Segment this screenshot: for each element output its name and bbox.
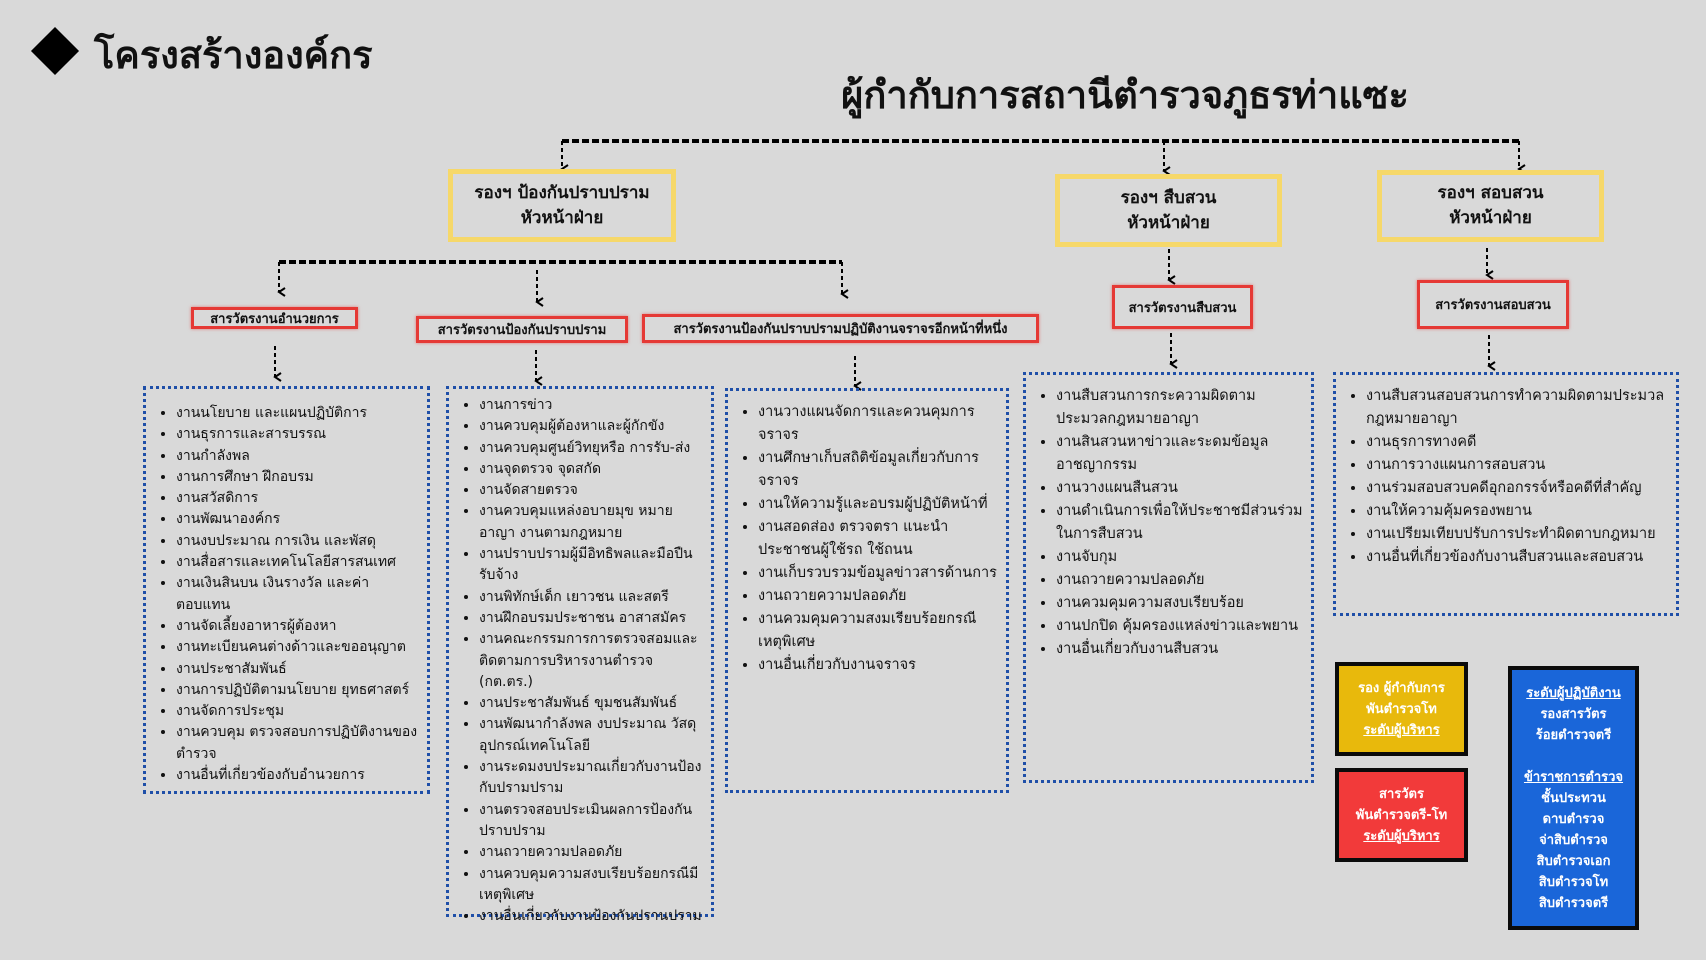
duty-item: งานปกปิด คุ้มครองแหล่งข่าวและพยาน	[1056, 615, 1303, 638]
legend-inspector: สารวัตร พันตำรวจตรี-โท ระดับผู้บริหาร	[1335, 768, 1468, 862]
duty-item: งานการปฏิบัติตามนโยบาย ยุทธศาสตร์	[176, 680, 419, 701]
duty-item: งานการข่าว	[479, 395, 703, 416]
duty-item: งานควบคุมความสงบเรียบร้อยกรณีมีเหตุพิเศษ	[479, 864, 703, 907]
duties-investigation: งานสืบสวนการกระความผิดตามประมวลกฎหมายอาญ…	[1023, 372, 1314, 783]
duty-item: งานให้ความรู้และอบรมผู้ปฏิบัติหน้าที่	[758, 493, 998, 516]
duty-item: งานเงินสินบน เงินรางวัล และค่าตอบแทน	[176, 573, 419, 616]
duty-item: งานการวางแผนการสอบสวน	[1366, 454, 1668, 477]
duty-item: งานจับกุม	[1056, 546, 1303, 569]
duty-item: งานประชาสัมพันธ์	[176, 659, 419, 680]
duty-item: งานอื่นเกี่ยวกับงานจราจร	[758, 654, 998, 677]
duty-item: งานสื่อสารและเทคโนโลยีสารสนเทศ	[176, 552, 419, 573]
duties-suppression: งานการข่าวงานควบคุมผู้ต้องหาและผู้กักขัง…	[446, 386, 714, 924]
duty-item: งานจุดตรวจ จุดสกัด	[479, 459, 703, 480]
duty-item: งานศึกษาเก็บสถิติข้อมูลเกี่ยวกับการจราจร	[758, 447, 998, 493]
duty-item: งานวางแผนสืนสวน	[1056, 477, 1303, 500]
duties-traffic: งานวางแผนจัดการและควนคุมการจราจรงานศึกษา…	[725, 388, 1009, 793]
legend-text: จ่าสิบตำรวจ	[1539, 832, 1608, 848]
legend-text: สิบตำรวจโท	[1538, 874, 1609, 890]
duty-item: งานจัดเลี้ยงอาหารผู้ต้องหา	[176, 616, 419, 637]
duty-item: งานสวัสดิการ	[176, 488, 419, 509]
duty-item: งานอื่นเกี่ยวกับงานสืบสวน	[1056, 638, 1303, 661]
duty-item: งานดำเนินการเพื่อให้ประชาชมีส่วนร่วมในกา…	[1056, 500, 1303, 546]
inspector-box-traffic: สารวัตรงานป้องกันปราบปรามปฏิบัติงานจราจร…	[642, 314, 1039, 343]
duties-administration: งานนโยบาย และแผนปฏิบัติการงานธุรการและสา…	[143, 386, 430, 794]
legend-text: รอง ผู้กำกับการ	[1358, 680, 1445, 696]
legend-text: พันตำรวจตรี-โท	[1355, 807, 1448, 823]
duty-item: งานสอดส่อง ตรวจตรา แนะนำประชาชนผู้ใช้รถ …	[758, 516, 998, 562]
page-title: โครงสร้างองค์กร	[94, 33, 373, 77]
deputy-subtitle: หัวหน้าฝ่าย	[520, 207, 604, 228]
inspector-box-suppression: สารวัตรงานป้องกันปราบปราม	[416, 316, 628, 343]
duty-item: งานอื่นเกี่ยวกับงานป้องกันปรานปราม	[479, 906, 703, 927]
legend-level: ระดับผู้บริหาร	[1363, 722, 1440, 738]
duty-item: งานนโยบาย และแผนปฏิบัติการ	[176, 403, 419, 424]
duty-item: งานระดมงบประมาณเกี่ยวกับงานป้องกับปรามปร…	[479, 757, 703, 800]
legend-operational: ระดับผู้ปฏิบัติงาน รองสารวัตร ร้อยตำรวจต…	[1508, 666, 1639, 930]
duty-item: งานการศึกษา ฝึกอบรม	[176, 467, 419, 488]
duty-item: งานทะเบียนคนต่างด้าวและขออนุญาต	[176, 637, 419, 658]
duty-item: งานพัฒนาองค์กร	[176, 509, 419, 530]
duty-item: งานตรวจสอบประเมินผลการป้องกันปราบปราม	[479, 800, 703, 843]
duty-item: งานคณะกรรมการการตรวจสอมและติดตามการบริหา…	[479, 629, 703, 693]
deputy-box-inquiry: รองฯ สอบสวน หัวหน้าฝ่าย	[1377, 170, 1604, 242]
duty-item: งานควบคุมแหล่งอบายมุข หมายอาญา งานตามกฎห…	[479, 501, 703, 544]
legend-text: รองสารวัตร	[1540, 706, 1607, 722]
legend-text: ดาบตำรวจ	[1542, 811, 1605, 827]
legend-level: ระดับผู้บริหาร	[1363, 828, 1440, 844]
legend-deputy: รอง ผู้กำกับการ พันตำรวจโท ระดับผู้บริหา…	[1335, 662, 1468, 756]
duties-inquiry: งานสืบสวนสอบสวนการทำความผิดตามประมวลกฎหม…	[1333, 372, 1679, 616]
duty-item: งานธุรการและสารบรรณ	[176, 424, 419, 445]
duty-item: งานธุรการทางคดี	[1366, 431, 1668, 454]
legend-level: ระดับผู้ปฏิบัติงาน	[1526, 685, 1621, 701]
duty-item: งานพิทักษ์เด็ก เยาวชน และสตรี	[479, 587, 703, 608]
legend-text: สารวัตร	[1379, 786, 1424, 802]
inspector-box-investigation: สารวัตรงานสืบสวน	[1112, 285, 1253, 329]
duty-item: งานจัดการประชุม	[176, 701, 419, 722]
duty-item: งานอื่นที่เกี่ยวข้องกับงานสืบสวนและสอบสว…	[1366, 546, 1668, 569]
duty-item: งานวางแผนจัดการและควนคุมการจราจร	[758, 401, 998, 447]
duty-item: งานสืบสวนสอบสวนการทำความผิดตามประมวลกฎหม…	[1366, 385, 1668, 431]
deputy-subtitle: หัวหน้าฝ่าย	[1449, 208, 1532, 228]
duty-item: งานฝึกอบรมประชาชน อาสาสมัคร	[479, 608, 703, 629]
duty-item: งานถวายความปลอดภัย	[758, 585, 998, 608]
duty-item: งานควบคุมผู้ต้องหาและผู้กักขัง	[479, 416, 703, 437]
legend-text: สิบตำรวจตรี	[1538, 895, 1609, 911]
legend-text: พันตำรวจโท	[1366, 701, 1437, 717]
legend-text: ชั้นประทวน	[1541, 790, 1606, 806]
duty-item: งานกำลังพล	[176, 446, 419, 467]
duty-item: งานร่วมสอบสวบคดีอุกอกรรจ์หรือคดีที่สำคัญ	[1366, 477, 1668, 500]
deputy-subtitle: หัวหน้าฝ่าย	[1127, 212, 1210, 233]
duty-item: งานประชาสัมพันธ์ ขุมชนสัมพันธ์	[479, 693, 703, 714]
duty-item: งานจัดสายตรวจ	[479, 480, 703, 501]
chief-title: ผู้กำกับการสถานีตำรวจภูธรท่าแซะ	[841, 73, 1409, 117]
inspector-box-inquiry: สารวัตรงานสอบสวน	[1417, 280, 1569, 329]
duty-item: งานสืบสวนการกระความผิดตามประมวลกฎหมายอาญ…	[1056, 385, 1303, 431]
duty-item: งานถวายความปลอดภัย	[479, 842, 703, 863]
inspector-box-administration: สารวัตรงานอำนวยการ	[191, 307, 358, 329]
duty-item: งานควบคุม ตรวจสอบการปฏิบัติงานของตำรวจ	[176, 722, 419, 765]
duty-item: งานถวายความปลอดภัย	[1056, 569, 1303, 592]
duty-item: งานควมคุมความสงมเรียบร้อยกรณีเหตุพิเศษ	[758, 608, 998, 654]
duty-item: งานควบคุมศูนย์วิทยุหรือ การรับ-ส่ง	[479, 438, 703, 459]
legend-level: ข้าราชการตำรวจ	[1523, 769, 1624, 785]
legend-text: ร้อยตำรวจตรี	[1535, 727, 1612, 743]
duty-item: งานปราบปรามผู้มีอิทธิพลและมือปืนรับจ้าง	[479, 544, 703, 587]
duty-item: งานเก็บรวบรวมข้อมูลข่าวสารด้านการ	[758, 562, 998, 585]
duty-item: งานสินสวนหาข่าวและระดมข้อมูลอาชญากรรม	[1056, 431, 1303, 477]
duty-item: งานอื่นที่เกี่ยวข้องกับอำนวยการ	[176, 765, 419, 786]
deputy-title: รองฯ ป้องกันปราบปราม	[474, 182, 650, 203]
deputy-title: รองฯ สืบสวน	[1120, 187, 1217, 208]
duty-item: งานให้ความคุ้มครองพยาน	[1366, 500, 1668, 523]
duty-item: งานควมคุมความสงบเรียบร้อย	[1056, 592, 1303, 615]
deputy-box-suppression: รองฯ ป้องกันปราบปราม หัวหน้าฝ่าย	[448, 169, 676, 242]
legend-text: สิบตำรวจเอก	[1536, 853, 1611, 869]
duty-item: งานงบประมาณ การเงิน และพัสดุ	[176, 531, 419, 552]
deputy-box-investigation: รองฯ สืบสวน หัวหน้าฝ่าย	[1055, 174, 1282, 247]
duty-item: งานเปรียมเทียบปรับการประทำผิดตาบกฎหมาย	[1366, 523, 1668, 546]
deputy-title: รองฯ สอบสวน	[1437, 183, 1544, 203]
duty-item: งานพัฒนากำลังพล งบประมาณ วัสดุอุปกรณ์เทค…	[479, 714, 703, 757]
